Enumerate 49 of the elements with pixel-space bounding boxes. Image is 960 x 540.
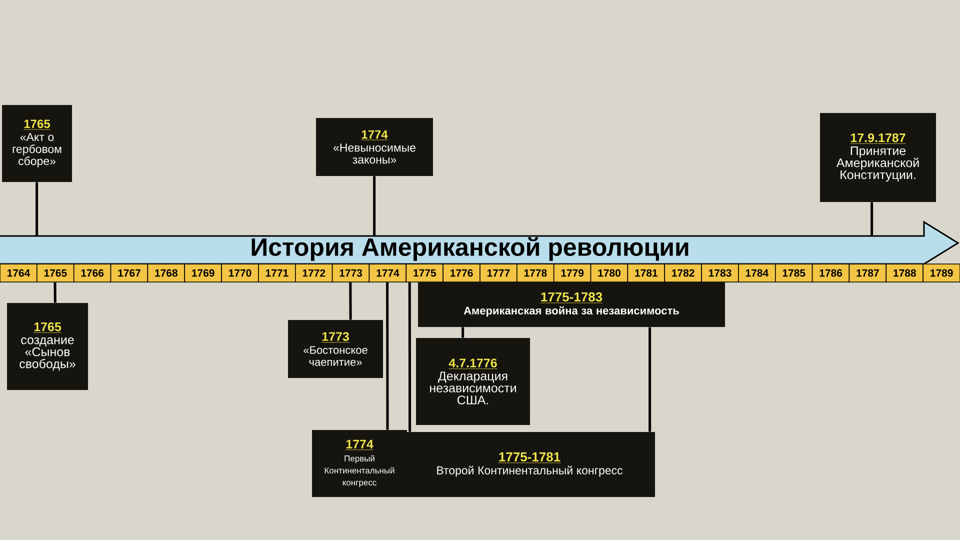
connector-line xyxy=(386,282,389,430)
year-cell: 1779 xyxy=(553,264,592,282)
year-cell: 1788 xyxy=(886,264,924,282)
connector-line xyxy=(349,282,352,320)
year-cell: 1768 xyxy=(147,264,186,282)
node-label: Первый Континентальный конгресс xyxy=(324,455,394,488)
node-label: 1775-1781 xyxy=(499,452,560,462)
event-box: 1765 создание «Сынов свободы» xyxy=(7,303,88,390)
year-cell: 1784 xyxy=(738,264,776,282)
event-box: 1765 «Акт о гербовом сборе» xyxy=(2,105,72,182)
year-cell: 1781 xyxy=(627,264,666,282)
node-label: 1774 xyxy=(346,440,374,448)
year-cell: 1786 xyxy=(812,264,850,282)
year-cell: 1782 xyxy=(664,264,702,282)
connector-line xyxy=(648,327,652,432)
title: История Американской революции xyxy=(252,237,688,261)
year-cell: 1773 xyxy=(332,264,370,282)
year-cell: 1771 xyxy=(258,264,296,282)
year-cell: 1785 xyxy=(775,264,813,282)
year-cell: 1770 xyxy=(221,264,259,282)
year-cell: 1776 xyxy=(442,264,480,282)
year-cell: 1766 xyxy=(73,264,112,282)
year-cell: 1780 xyxy=(590,264,628,282)
year-cell: 1772 xyxy=(295,264,333,282)
connector-line xyxy=(373,176,376,236)
year-cell: 1783 xyxy=(701,264,739,282)
connector-line xyxy=(54,282,56,303)
year-cell: 1769 xyxy=(184,264,222,282)
year-cell: 1789 xyxy=(922,264,960,282)
event-box: 17.9.1787 Принятие Американской Конституции. xyxy=(820,113,936,202)
connector-line xyxy=(870,202,874,236)
event-box: 1774 «Невыносимые законы» xyxy=(316,118,433,176)
event-box: 1774 Первый Континентальный конгресс xyxy=(312,430,407,497)
year-cell: 1778 xyxy=(516,264,554,282)
year-cell: 1765 xyxy=(36,264,74,282)
event-box: 4.7.1776 Декларация независимости США. xyxy=(416,338,530,425)
event-box: 1775-1783 Американская война за независимость xyxy=(418,282,725,327)
connector-line xyxy=(462,327,464,338)
node-label: Второй Континентальный конгресс xyxy=(437,466,622,477)
year-cell: 1775 xyxy=(406,264,444,282)
year-cell: 1767 xyxy=(110,264,148,282)
connector-line xyxy=(36,182,38,236)
connector-line xyxy=(408,282,412,432)
timeline-arrow xyxy=(0,220,960,265)
year-cell: 1777 xyxy=(480,264,518,282)
year-cell: 1764 xyxy=(0,264,38,282)
year-cell: 1787 xyxy=(848,264,887,282)
event-box: 1773 «Бостонское чаепитие» xyxy=(288,320,383,378)
year-cell: 1774 xyxy=(368,264,407,282)
